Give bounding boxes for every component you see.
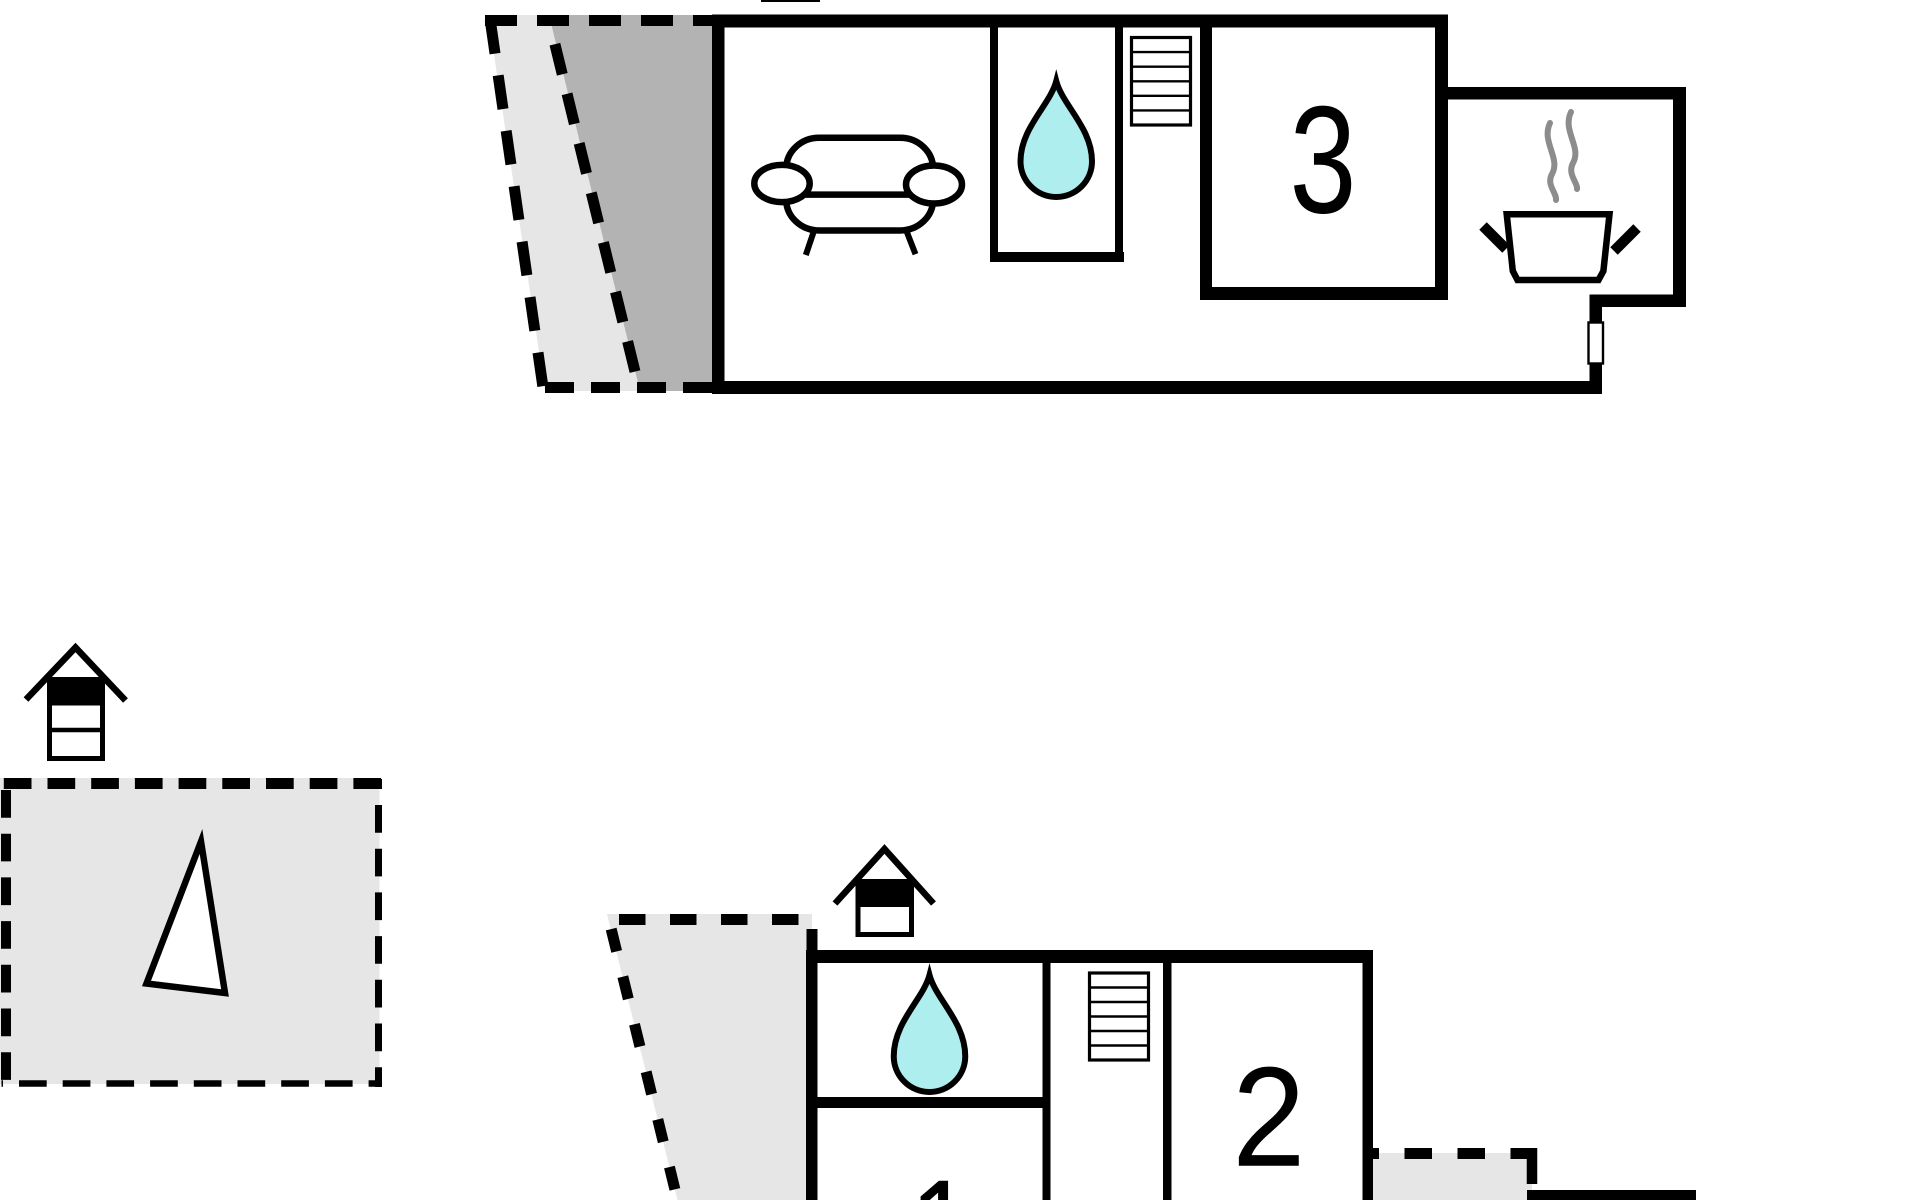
svg-text:2: 2 bbox=[1232, 1037, 1305, 1196]
svg-text:3: 3 bbox=[1290, 75, 1357, 246]
svg-text:1: 1 bbox=[910, 1151, 973, 1200]
